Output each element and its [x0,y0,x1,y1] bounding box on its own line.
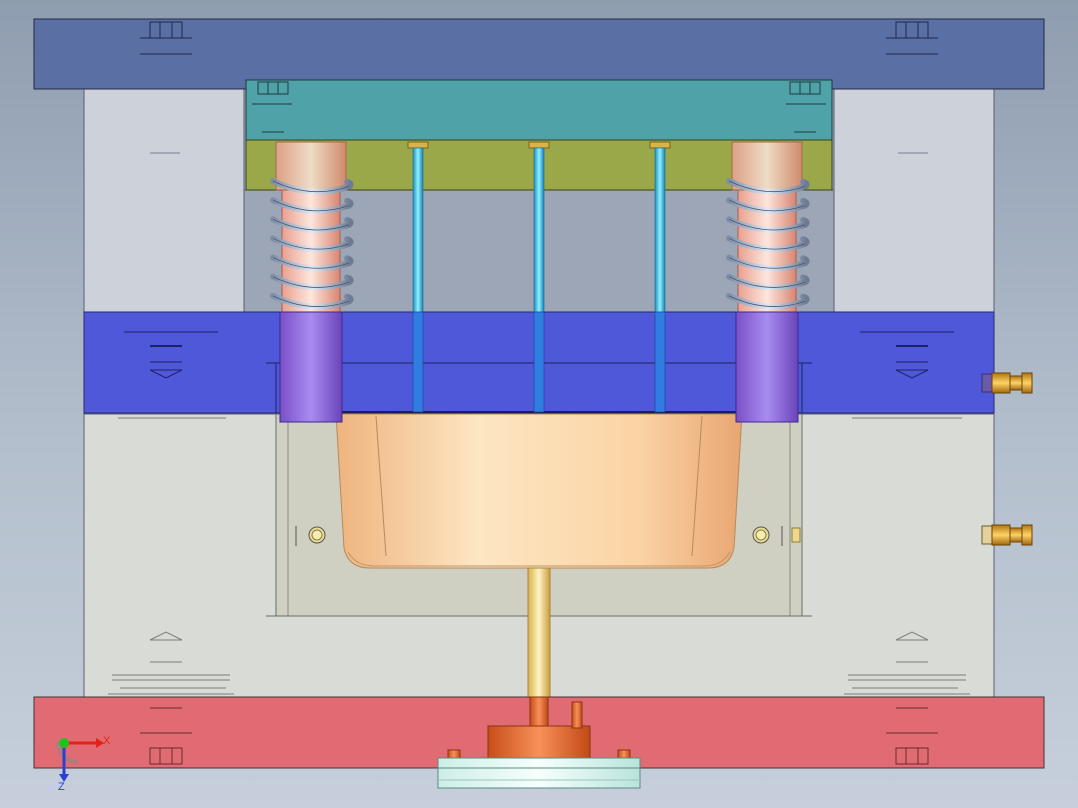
right-return-spring[interactable] [726,178,810,310]
spring-coil-outline [272,276,350,288]
top-plate-left-bolt [140,21,192,55]
core-plate-right-fastener [844,631,970,695]
spring-coil-outline [272,180,350,193]
spring-coil-outline [728,276,806,288]
top-plate-right-bolt [886,21,938,55]
left-spacer-block[interactable] [83,87,245,317]
right-spacer-block[interactable] [833,87,995,317]
spring-coil-outline [728,257,806,269]
left-return-spring[interactable] [270,178,354,310]
spring-coil-outline [728,218,806,231]
left-guide-bushing [295,526,326,546]
cavity-left-fastener [124,331,218,379]
sprue-bushing[interactable] [527,567,551,699]
spring-coil-outline [272,199,350,212]
spring-coil-outline [272,238,350,250]
product-edge-left [375,415,387,557]
x-axis-label: X [103,735,111,747]
coordinate-triad: X Z [56,735,111,793]
product-rim [347,551,731,567]
locating-ring-flange[interactable] [437,757,641,789]
ejector-pin-right[interactable] [649,141,671,413]
spring-coil-outline [272,218,350,231]
spring-coil-outline [728,199,806,212]
cooling-fitting-lower[interactable] [981,524,1033,546]
x-axis-arrowhead [96,738,104,748]
molded-product[interactable] [335,413,743,569]
ejector-pin-center[interactable] [528,141,550,413]
locating-ring-upper[interactable] [487,725,591,761]
spring-coil-outline [728,238,806,250]
y-axis-dot [59,738,69,748]
right-guide-bushing [752,526,801,546]
cooling-fitting-upper[interactable] [981,372,1033,394]
ejector-retainer-plate[interactable] [245,79,833,141]
retainer-left-bolt [252,81,292,133]
spring-coil-outline [728,295,806,307]
bottom-plate-left-bolt [140,707,192,765]
sprue-stem-lower [529,696,549,728]
z-axis-arrowhead [59,774,69,782]
retainer-right-bolt [786,81,826,133]
spring-coil-outline [272,257,350,269]
top-clamp-plate[interactable] [33,18,1045,90]
locating-ring-pin [571,701,583,729]
z-axis-label: Z [58,781,65,793]
bottom-plate-right-bolt [886,707,938,765]
spring-coil-outline [728,180,806,193]
ejector-pin-left[interactable] [407,141,429,413]
core-plate-left-fastener [108,631,234,695]
left-return-pin[interactable] [275,141,347,423]
product-edge-right [691,415,703,557]
spring-coil-outline [272,295,350,307]
cavity-right-fastener [860,331,954,379]
